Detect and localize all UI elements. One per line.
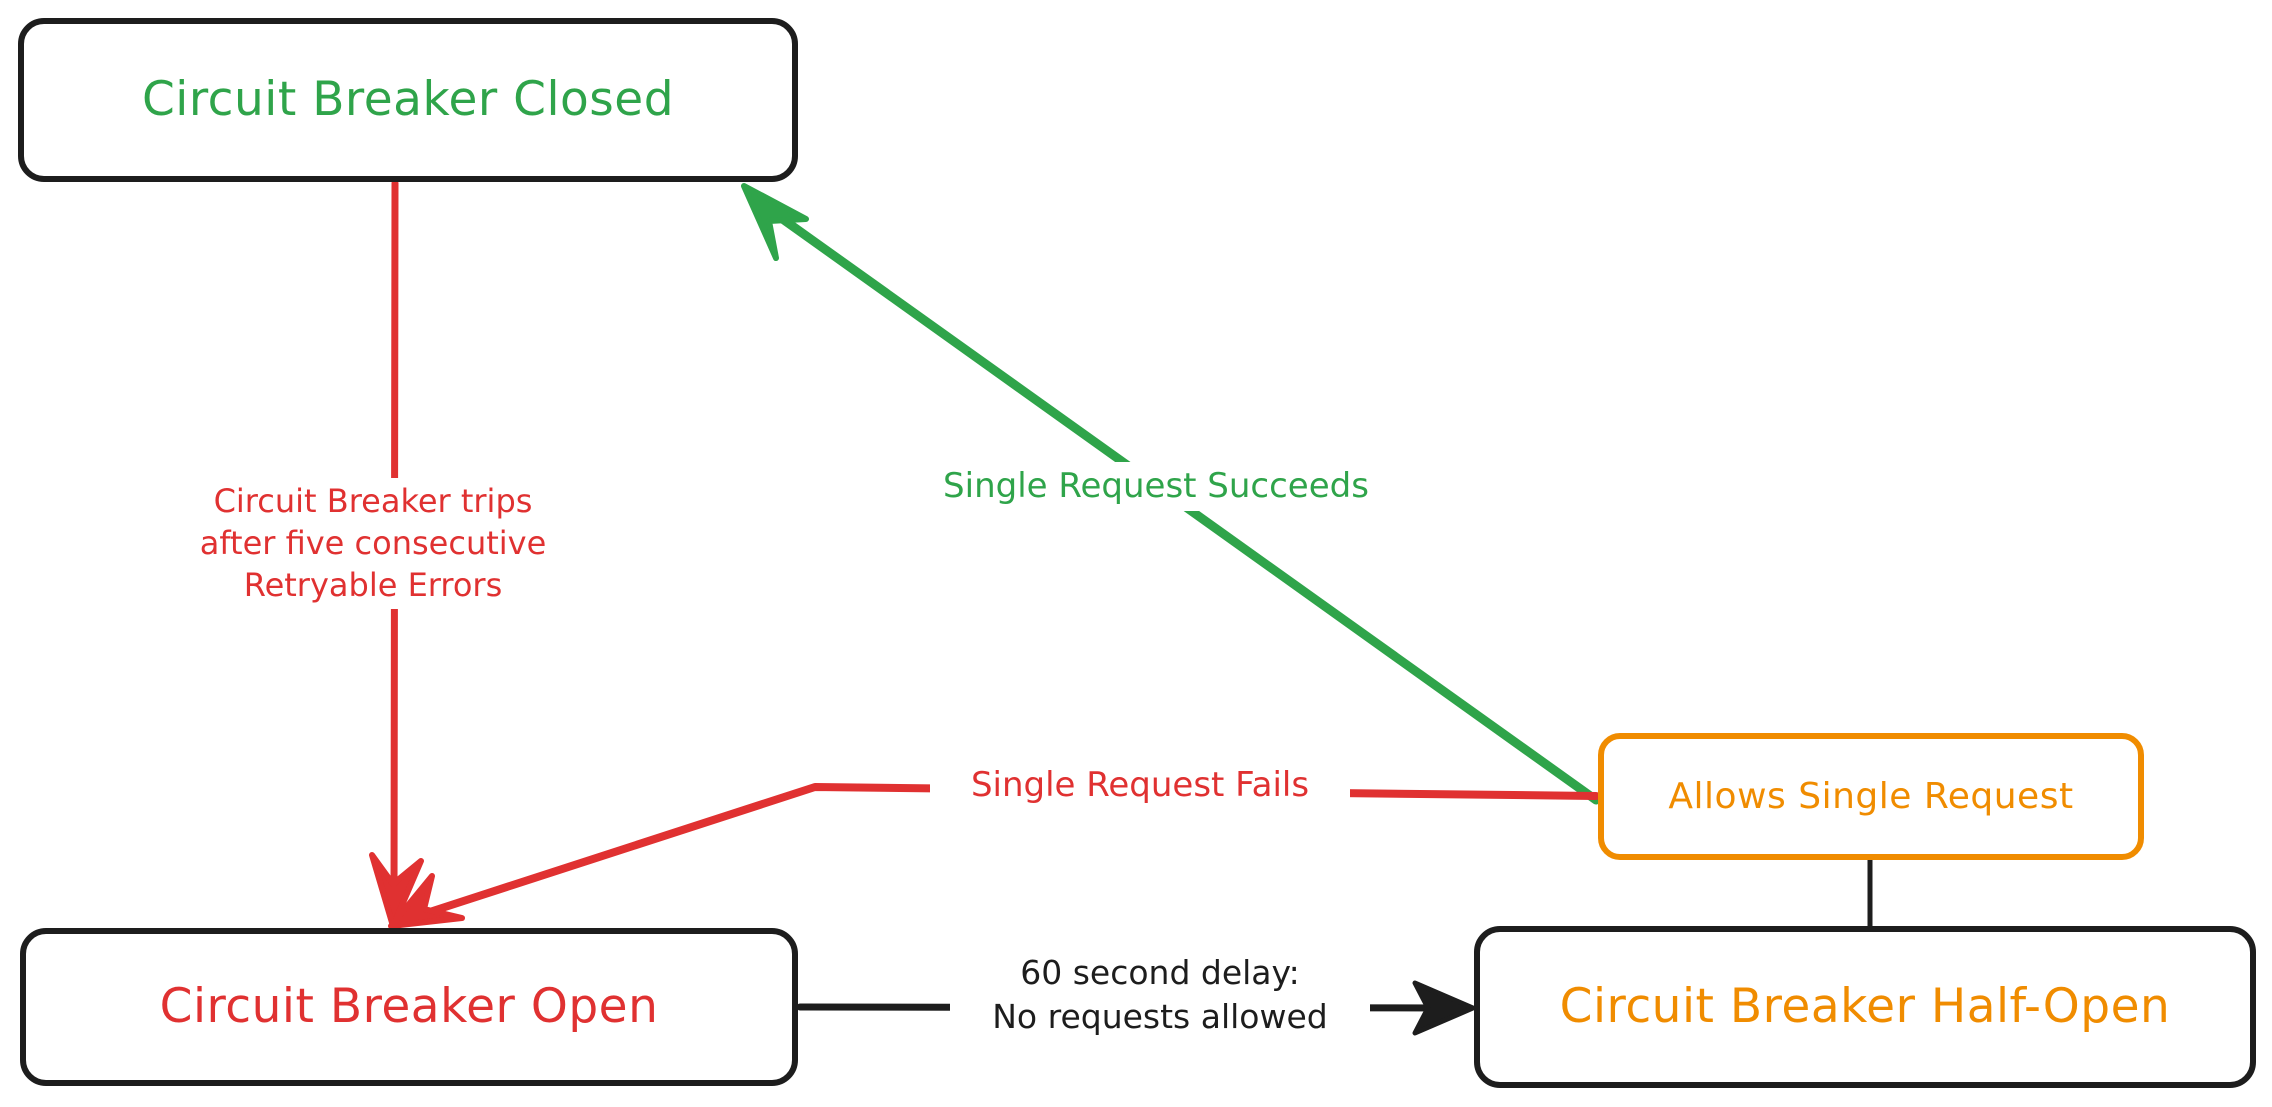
- edge-label-single-request-fails: Single Request Fails: [930, 761, 1350, 810]
- node-allows-single-request-label: Allows Single Request: [1668, 775, 2074, 817]
- node-allows-single-request[interactable]: Allows Single Request: [1598, 733, 2144, 860]
- edge-label-60-second-delay: 60 second delay: No requests allowed: [950, 949, 1370, 1041]
- node-circuit-breaker-closed[interactable]: Circuit Breaker Closed: [18, 18, 798, 182]
- node-circuit-breaker-open-label: Circuit Breaker Open: [159, 979, 659, 1035]
- node-circuit-breaker-closed-label: Circuit Breaker Closed: [141, 72, 675, 128]
- edge-label-circuit-breaker-trips: Circuit Breaker trips after five consecu…: [168, 478, 578, 609]
- edge-label-single-request-succeeds: Single Request Succeeds: [906, 462, 1406, 511]
- node-circuit-breaker-half-open[interactable]: Circuit Breaker Half-Open: [1474, 926, 2256, 1088]
- node-circuit-breaker-open[interactable]: Circuit Breaker Open: [20, 928, 798, 1086]
- node-circuit-breaker-half-open-label: Circuit Breaker Half-Open: [1559, 979, 2171, 1035]
